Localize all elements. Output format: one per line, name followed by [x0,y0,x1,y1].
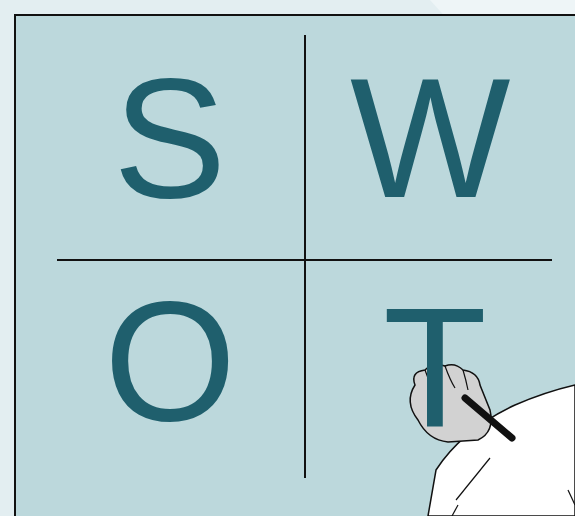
swot-letter: W [350,53,510,223]
sleeve-fold [568,490,575,505]
grid-vertical-line [304,35,306,478]
grid-horizontal-line [57,259,552,261]
swot-letter: T [383,283,487,453]
sleeve-fold [452,505,458,516]
sleeve-fold [456,458,490,500]
swot-letter: O [104,276,236,446]
swot-letter: S [113,53,226,223]
board-panel [15,15,575,516]
